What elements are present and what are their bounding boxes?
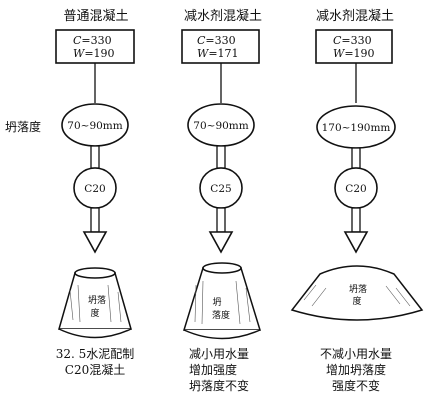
- cement-content: C=330: [73, 34, 112, 47]
- cone-label-line-1: 坍: [212, 297, 221, 308]
- column-reducer-low-water: 减水剂混凝土 C=330 W=171 70~90mm C25 坍 落度 减小用水…: [181, 8, 262, 393]
- cement-value: =330: [81, 34, 111, 47]
- mix-box: [55, 29, 135, 64]
- grade-value: C25: [210, 183, 231, 195]
- water-content: W=190: [73, 47, 115, 60]
- note-line-2: C20混凝土: [65, 362, 125, 377]
- cement-content: C=330: [333, 34, 372, 47]
- cement-value: =330: [205, 34, 235, 47]
- note-line-1: 减小用水量: [189, 347, 249, 361]
- cement-symbol: C: [73, 34, 82, 47]
- water-value: =190: [84, 47, 114, 60]
- water-value: =190: [344, 47, 374, 60]
- column-reducer-high-slump: 减水剂混凝土 C=330 W=190 170~190mm C20 坍落 度 不减…: [290, 8, 424, 393]
- water-symbol: W: [197, 47, 210, 60]
- cone-label-line-1: 坍落: [88, 294, 106, 306]
- slump-value: 70~90mm: [193, 120, 248, 132]
- water-symbol: W: [333, 47, 346, 60]
- cone-label-line-1: 坍落: [349, 283, 367, 295]
- arrow-down-icon: [82, 207, 108, 254]
- arrow-down-icon: [343, 207, 369, 254]
- grade-value: C20: [84, 183, 105, 195]
- row-label-slump: 坍落度: [5, 119, 41, 134]
- slump-cone-icon: 坍落 度: [58, 267, 132, 339]
- water-symbol: W: [73, 47, 86, 60]
- cement-value: =330: [341, 34, 371, 47]
- mix-box: [315, 29, 393, 64]
- slump-cone-icon: 坍落 度: [290, 265, 424, 321]
- cone-label-line-2: 落度: [212, 309, 230, 321]
- cement-symbol: C: [333, 34, 342, 47]
- note-line-2: 增加强度: [189, 362, 237, 377]
- slump-value: 70~90mm: [67, 120, 122, 132]
- column-ordinary-concrete: 普通混凝土 C=330 W=190 70~90mm C20 坍落 度 32. 5…: [55, 8, 135, 377]
- water-content: W=190: [333, 47, 375, 60]
- note-line-1: 32. 5水泥配制: [56, 347, 135, 361]
- water-value: =171: [208, 47, 238, 60]
- cement-symbol: C: [197, 34, 206, 47]
- grade-value: C20: [345, 183, 366, 195]
- cone-label-line-2: 度: [352, 295, 361, 307]
- note-line-3: 坍落度不变: [189, 378, 249, 393]
- note-line-2: 增加坍落度: [326, 362, 386, 377]
- water-content: W=171: [197, 47, 239, 60]
- arrow-down-icon: [216, 145, 226, 169]
- arrow-down-icon: [351, 147, 361, 169]
- slump-value: 170~190mm: [322, 122, 391, 134]
- arrow-down-icon: [90, 145, 100, 169]
- arrow-down-icon: [208, 207, 234, 254]
- note-line-1: 不减小用水量: [320, 347, 392, 361]
- slump-cone-icon: 坍 落度: [182, 262, 262, 340]
- column-title: 减水剂混凝土: [184, 8, 262, 24]
- column-title: 普通混凝土: [63, 8, 128, 24]
- column-title: 减水剂混凝土: [316, 8, 394, 24]
- cement-content: C=330: [197, 34, 236, 47]
- note-line-3: 强度不变: [332, 378, 380, 393]
- cone-label-line-2: 度: [90, 307, 99, 319]
